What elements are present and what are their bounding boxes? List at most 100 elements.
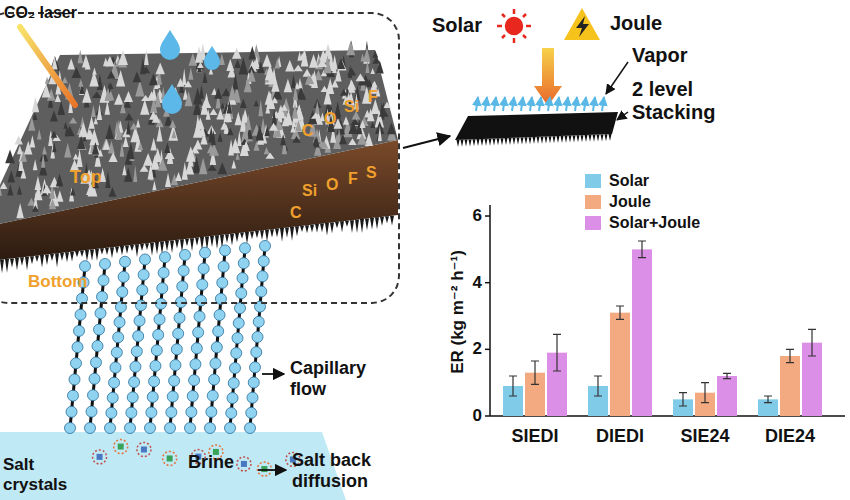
vapor-arrow — [566, 97, 568, 111]
bar — [610, 313, 630, 416]
vapor-arrow — [584, 97, 586, 111]
water-bead — [250, 362, 261, 373]
membrane-fiber — [577, 135, 580, 142]
water-bead — [178, 265, 189, 276]
surface-spike — [85, 61, 91, 69]
water-bead — [71, 358, 82, 369]
process-label: CO₂ laser — [4, 4, 77, 22]
membrane-fiber — [593, 135, 596, 142]
membrane-fiber — [80, 251, 84, 257]
surface-spike — [275, 58, 280, 68]
bar-chart — [485, 205, 845, 416]
membrane-fiber — [541, 137, 544, 144]
water-bead — [158, 267, 169, 278]
water-bead — [240, 243, 251, 254]
surface-spike — [63, 122, 67, 129]
water-bead — [153, 329, 164, 340]
water-bead — [92, 340, 103, 351]
water-bead — [247, 392, 258, 403]
membrane-fiber — [250, 231, 254, 239]
sun-icon — [497, 9, 531, 43]
membrane-fiber — [581, 135, 584, 142]
salt-crystal — [118, 444, 124, 450]
surface-spike — [331, 80, 338, 88]
surface-spike — [298, 78, 302, 89]
surface-spike — [240, 114, 246, 132]
membrane-fiber — [255, 231, 259, 238]
axis-tick — [485, 215, 490, 217]
surface-label: Bottom — [28, 272, 87, 292]
water-bead — [228, 378, 239, 389]
tick-label: 6 — [473, 206, 482, 226]
surface-spike — [269, 123, 278, 131]
surface-spike — [254, 56, 259, 67]
membrane-fiber — [305, 225, 309, 233]
surface-spike — [16, 203, 23, 218]
water-bead — [185, 423, 196, 434]
surface-spike — [301, 49, 309, 66]
surface-spike — [297, 51, 301, 60]
legend-text: Solar+Joule — [609, 214, 700, 232]
surface-spike — [217, 108, 224, 119]
water-bead — [177, 281, 188, 292]
membrane-fiber — [290, 227, 294, 241]
surface-spike — [317, 59, 327, 67]
water-bead — [69, 374, 80, 385]
surface-spike — [140, 99, 149, 115]
water-bead — [193, 327, 204, 338]
surface-spike — [370, 68, 374, 74]
surface-spike — [151, 154, 160, 170]
surface-spike — [355, 73, 365, 81]
surface-spike — [67, 58, 75, 69]
flow-label: Capillary flow — [290, 358, 385, 399]
surface-spike — [103, 140, 110, 150]
water-bead — [190, 359, 201, 370]
membrane-fiber — [140, 244, 144, 251]
membrane-fiber — [280, 228, 284, 242]
membrane-fiber — [573, 135, 576, 142]
legend-swatch — [585, 174, 601, 188]
membrane-fiber — [245, 232, 249, 244]
membrane-fiber — [350, 220, 354, 233]
membrane-fiber — [85, 250, 89, 261]
surface-spike — [175, 172, 182, 181]
surface-spike — [130, 123, 138, 130]
surface-spike — [48, 131, 53, 146]
water-bead — [232, 333, 243, 344]
surface-spike — [135, 80, 144, 97]
surface-spike — [171, 129, 176, 138]
membrane-fiber — [155, 242, 159, 254]
membrane-fiber — [375, 217, 379, 229]
water-bead — [100, 258, 111, 269]
membrane-fiber — [537, 137, 540, 144]
surface-spike — [105, 171, 110, 189]
element-symbol: F — [348, 170, 358, 188]
surface-spike — [88, 116, 94, 129]
surface-spike — [306, 76, 314, 84]
water-bead — [257, 271, 268, 282]
element-symbol: F — [368, 88, 378, 106]
water-bead — [140, 254, 151, 265]
membrane-fiber — [25, 257, 29, 271]
membrane-fiber — [585, 135, 588, 142]
bolt-symbol — [576, 16, 589, 37]
surface-spike — [231, 160, 236, 168]
water-bead — [66, 406, 77, 417]
water-bead — [238, 258, 249, 269]
stacking-label: 2 level Stacking — [632, 78, 732, 124]
membrane-fiber — [125, 245, 129, 253]
surface-spike — [193, 87, 202, 104]
surface-spike — [272, 97, 278, 103]
water-bead — [226, 408, 237, 419]
water-bead — [252, 331, 263, 342]
surface-spike — [105, 56, 114, 67]
membrane-fiber — [477, 139, 480, 146]
surface-spike — [220, 122, 228, 130]
water-bead — [113, 332, 124, 343]
water-bead — [189, 375, 200, 386]
water-bead — [248, 377, 259, 388]
surface-spike — [313, 137, 317, 146]
membrane-fiber — [35, 256, 39, 262]
